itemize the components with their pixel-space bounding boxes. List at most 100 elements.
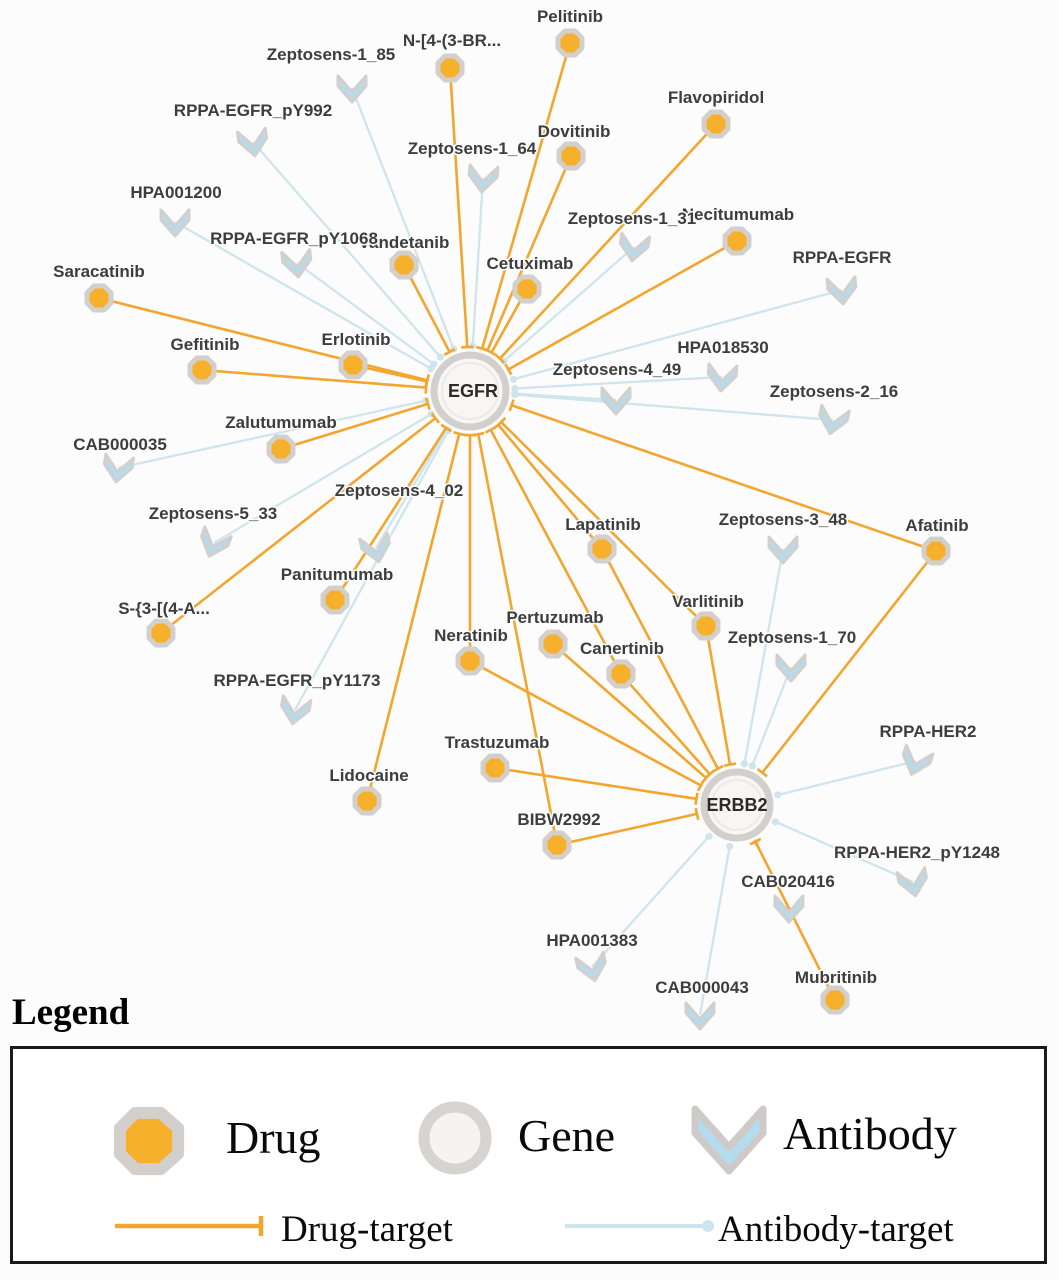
legend-title: Legend bbox=[12, 992, 130, 1033]
drug-node-label: Varlitinib bbox=[672, 592, 744, 611]
drug-target-edge bbox=[761, 550, 938, 774]
drug-target-edge bbox=[552, 643, 708, 779]
drug-edge-inhibition-tee bbox=[461, 345, 474, 349]
antibody-target-edge bbox=[775, 820, 914, 884]
drug-target-edge bbox=[489, 429, 623, 675]
legend-label-antibody-target: Antibody-target bbox=[718, 1209, 954, 1250]
drug-target-edge bbox=[754, 841, 837, 1001]
antibody-node bbox=[336, 74, 368, 104]
drug-edge-inhibition-tee bbox=[756, 768, 768, 778]
drug-target-edge bbox=[497, 423, 603, 550]
legend-label-gene: Gene bbox=[518, 1110, 616, 1161]
drug-node bbox=[389, 250, 419, 280]
antibody-node bbox=[618, 231, 652, 263]
drug-node-label: S-{3-[(4-A... bbox=[118, 599, 210, 618]
drug-node bbox=[542, 830, 572, 860]
drug-node-label: Erlotinib bbox=[322, 330, 391, 349]
gene-circle-icon bbox=[418, 1101, 492, 1175]
drug-node bbox=[606, 659, 636, 689]
antibody-target-edge bbox=[471, 177, 485, 347]
drug-node bbox=[320, 585, 350, 615]
drug-target-edge bbox=[480, 42, 572, 350]
drug-node-label: Flavopiridol bbox=[668, 88, 764, 107]
antibody-target-edge bbox=[174, 221, 432, 370]
drug-node-label: Mubritinib bbox=[795, 968, 877, 987]
drug-node bbox=[84, 283, 114, 313]
drug-node-label: Gefitinib bbox=[171, 335, 240, 354]
drug-node-label: N-[4-(3-BR... bbox=[403, 31, 501, 50]
drug-node-label: Trastuzumab bbox=[445, 733, 550, 752]
antibody-target-edge bbox=[751, 666, 793, 767]
drug-edge-inhibition-tee bbox=[453, 430, 466, 437]
antibody-edge-endpoint-dot bbox=[771, 818, 780, 826]
nodes-layer bbox=[84, 28, 951, 1031]
drug-target-edge bbox=[486, 155, 573, 352]
drug-node bbox=[338, 350, 368, 380]
antibody-node-label: Zeptosens-1_64 bbox=[408, 139, 537, 158]
drug-edge-inhibition-tee bbox=[508, 399, 515, 412]
drug-node bbox=[555, 28, 585, 58]
drug-edge-inhibition-tee bbox=[472, 431, 485, 437]
drug-edge-inhibition-tee bbox=[723, 762, 737, 767]
drug-node bbox=[512, 274, 542, 304]
drug-edge-inhibition-tee bbox=[443, 348, 456, 356]
antibody-node bbox=[574, 950, 607, 983]
antibody-node-label: HPA001383 bbox=[546, 931, 637, 950]
drug-edge-inhibition-tee bbox=[696, 779, 705, 792]
legend-label-antibody: Antibody bbox=[783, 1108, 957, 1159]
drug-node-label: Vandetanib bbox=[359, 233, 450, 252]
antibody-chevron-shape bbox=[691, 1105, 767, 1175]
antibody-node-label: RPPA-EGFR_pY992 bbox=[174, 101, 332, 120]
antibody-node bbox=[684, 1001, 716, 1031]
antibody-node bbox=[773, 894, 805, 924]
drug-node bbox=[556, 141, 586, 171]
antibody-target-edge bbox=[375, 429, 448, 549]
gene-node bbox=[430, 351, 510, 431]
antibody-node bbox=[358, 531, 391, 564]
antibody-node-label: HPA001200 bbox=[130, 183, 221, 202]
legend-label-drug: Drug bbox=[226, 1112, 321, 1163]
drug-node bbox=[722, 226, 752, 256]
antibody-edge-endpoint-dot bbox=[726, 842, 734, 850]
antibody-node bbox=[200, 525, 233, 558]
drug-node-label: Neratinib bbox=[434, 626, 508, 645]
antibody-edge-endpoint-dot bbox=[705, 832, 713, 840]
edges-layer bbox=[98, 42, 938, 1016]
antibody-node-label: RPPA-EGFR bbox=[793, 248, 892, 267]
drug-node bbox=[820, 985, 850, 1015]
antibody-node bbox=[895, 866, 928, 898]
drug-node bbox=[691, 611, 721, 641]
drug-target-edge bbox=[160, 417, 437, 635]
drug-node bbox=[921, 536, 951, 566]
drug-node bbox=[538, 629, 568, 659]
drug-node-label: Pertuzumab bbox=[506, 608, 603, 627]
antibody-target-edge-icon bbox=[565, 1220, 714, 1232]
gene-node bbox=[700, 768, 774, 842]
drug-node-label: Lidocaine bbox=[329, 766, 408, 785]
antibody-node-label: Zeptosens-4_02 bbox=[335, 481, 464, 500]
antibody-node-label: Zeptosens-3_48 bbox=[719, 510, 848, 529]
antibody-target-edge bbox=[513, 288, 843, 381]
antibody-edge-endpoint-dot bbox=[511, 384, 519, 393]
gene-node-inner-ring bbox=[711, 779, 763, 831]
antibody-node-label: Zeptosens-5_33 bbox=[149, 504, 278, 523]
antibody-target-edge bbox=[296, 262, 435, 366]
drug-edge-inhibition-tee bbox=[424, 397, 431, 411]
antibody-node-label: Zeptosens-1_85 bbox=[267, 45, 396, 64]
drug-node-label: Panitumumab bbox=[281, 565, 393, 584]
drug-edge-inhibition-tee bbox=[494, 353, 506, 364]
drug-node bbox=[266, 434, 296, 464]
antibody-target-edge bbox=[503, 246, 635, 363]
drug-target-edge bbox=[98, 296, 428, 382]
drug-node-label: Zalutumumab bbox=[225, 413, 336, 432]
drug-target-edge bbox=[500, 421, 707, 627]
antibody-node-label: CAB000035 bbox=[73, 435, 167, 454]
antibody-node-label: Zeptosens-4_49 bbox=[553, 360, 682, 379]
drug-node-label: Pelitinib bbox=[537, 7, 603, 26]
drug-node bbox=[352, 786, 382, 816]
drug-edge-inhibition-tee bbox=[424, 375, 430, 388]
drug-node-label: BIBW2992 bbox=[517, 810, 600, 829]
antibody-node-label: CAB000043 bbox=[655, 978, 749, 997]
antibody-node bbox=[280, 694, 313, 726]
